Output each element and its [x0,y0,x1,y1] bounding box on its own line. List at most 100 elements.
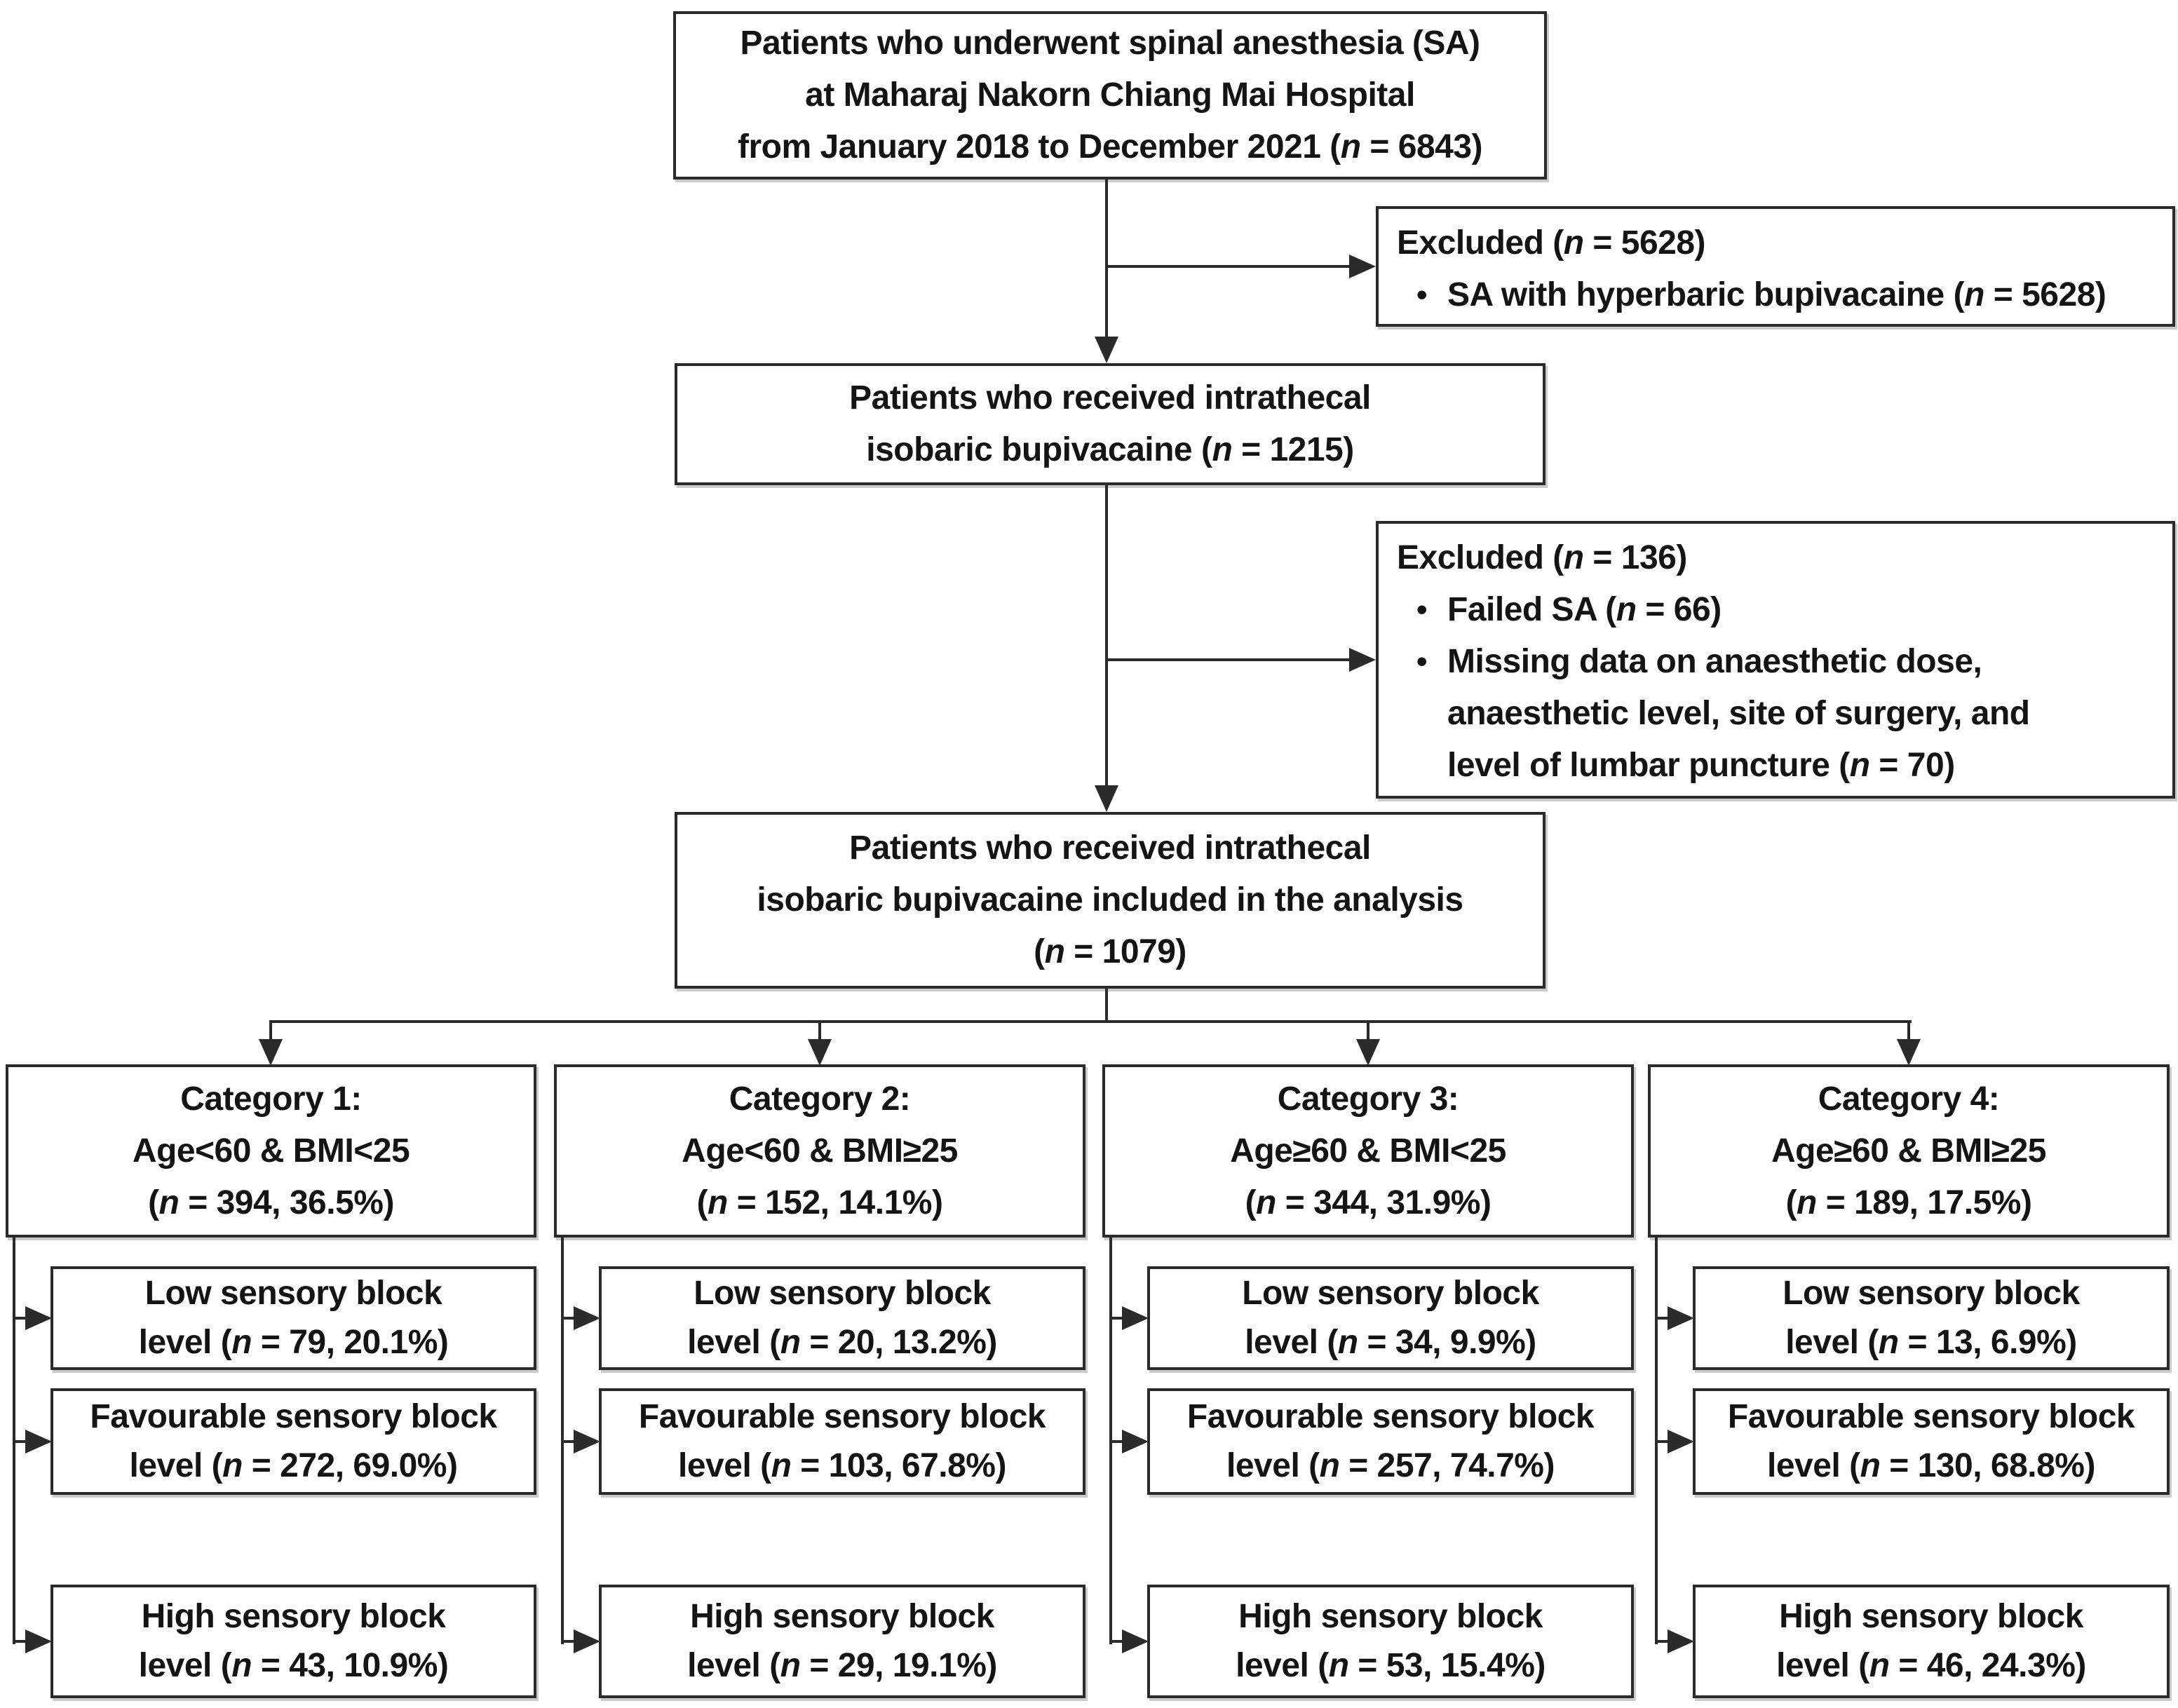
outcome-line: High sensory block [1238,1598,1543,1635]
outcome-line: level (n = 79, 20.1%) [138,1324,449,1361]
received-line: Patients who received intrathecal [849,379,1371,416]
category-box-1: Category 1: Age<60 & BMI<25 (n = 394, 36… [6,1064,536,1238]
outcome-line: level (n = 20, 13.2%) [687,1324,997,1361]
connector-line [13,1317,31,1320]
connector-line [561,1317,579,1320]
arrowhead-right-icon [1122,1306,1149,1330]
excluded-2-bullet-line: Failed SA (n = 66) [1447,591,1722,628]
outcome-line: High sensory block [1779,1598,2083,1635]
category-2-line: Category 2: [729,1080,911,1118]
excluded-1-title: Excluded (n = 5628) [1397,224,1706,262]
excluded-box-1: Excluded (n = 5628) • SA with hyperbaric… [1376,206,2175,327]
category-4-line: (n = 189, 17.5%) [1785,1184,2032,1221]
enrollment-box: Patients who underwent spinal anesthesia… [673,11,1547,179]
connector-line [269,1020,272,1041]
connector-line [561,1440,579,1443]
excluded-2-bullet-line: anaesthetic level, site of surgery, and [1447,695,2030,732]
outcome-line: High sensory block [141,1598,446,1635]
arrowhead-right-icon [574,1306,600,1330]
outcome-line: level (n = 13, 6.9%) [1785,1324,2077,1361]
category-box-3: Category 3: Age≥60 & BMI<25 (n = 344, 31… [1102,1064,1634,1238]
arrowhead-down-icon [1897,1039,1921,1066]
arrowhead-down-icon [259,1039,283,1066]
connector-line [13,1440,31,1443]
connector-line [1107,658,1349,661]
bullet-icon: • [1416,278,1427,312]
connector-line [1109,1317,1128,1320]
excluded-1-bullet: • SA with hyperbaric bupivacaine (n = 56… [1397,269,2154,321]
received-line: isobaric bupivacaine (n = 1215) [866,431,1354,468]
excluded-2-bullet-line: level of lumbar puncture (n = 70) [1447,747,1955,784]
outcome-box-favourable-2: Favourable sensory block level (n = 103,… [599,1388,1085,1495]
arrowhead-right-icon [1668,1629,1694,1653]
category-3-line: Age≥60 & BMI<25 [1230,1132,1506,1170]
category-1-line: Category 1: [180,1080,362,1118]
excluded-2-title: Excluded (n = 136) [1397,539,1687,576]
connector-line [818,1020,821,1041]
outcome-box-favourable-1: Favourable sensory block level (n = 272,… [50,1388,536,1495]
connector-line [1105,485,1108,785]
outcome-box-high-1: High sensory block level (n = 43, 10.9%) [50,1585,536,1698]
outcome-line: Favourable sensory block [90,1398,497,1435]
arrowhead-down-icon [1356,1039,1380,1066]
arrowhead-down-icon [1095,785,1118,812]
category-2-line: (n = 152, 14.1%) [696,1184,943,1221]
category-1-line: Age<60 & BMI<25 [132,1132,410,1170]
arrowhead-right-icon [1668,1430,1694,1453]
outcome-box-high-2: High sensory block level (n = 29, 19.1%) [599,1585,1085,1698]
connector-line [561,1640,579,1643]
arrowhead-right-icon [1349,255,1376,278]
connector-line [1907,1020,1910,1041]
connector-line [1109,1440,1128,1443]
excluded-2-bullet: • Missing data on anaesthetic dose, anae… [1397,636,2154,792]
excluded-box-2: Excluded (n = 136) • Failed SA (n = 66) … [1376,521,2175,799]
outcome-line: Low sensory block [694,1275,991,1312]
outcome-box-low-1: Low sensory block level (n = 79, 20.1%) [50,1266,536,1370]
category-1-line: (n = 394, 36.5%) [148,1184,394,1221]
arrowhead-right-icon [25,1430,52,1453]
connector-line [1367,1020,1369,1041]
arrowhead-right-icon [1668,1306,1694,1330]
connector-line [1105,179,1108,338]
connector-line [1105,989,1108,1023]
outcome-line: level (n = 43, 10.9%) [138,1647,449,1684]
category-4-line: Category 4: [1818,1080,2000,1118]
analysis-line: Patients who received intrathecal [849,829,1371,867]
outcome-line: level (n = 34, 9.9%) [1245,1324,1536,1361]
category-box-4: Category 4: Age≥60 & BMI≥25 (n = 189, 17… [1648,1064,2170,1238]
outcome-line: level (n = 103, 67.8%) [678,1447,1006,1484]
bullet-icon: • [1416,592,1427,627]
arrowhead-down-icon [1095,337,1118,363]
connector-line [13,1640,31,1643]
outcome-box-low-2: Low sensory block level (n = 20, 13.2%) [599,1266,1085,1370]
outcome-line: Low sensory block [144,1275,442,1312]
enrollment-line: from January 2018 to December 2021 (n = … [737,128,1483,165]
distribution-line [269,1020,1912,1023]
category-2-line: Age<60 & BMI≥25 [682,1132,958,1170]
received-box: Patients who received intrathecal isobar… [675,363,1545,485]
outcome-box-high-4: High sensory block level (n = 46, 24.3%) [1693,1585,2170,1698]
outcome-box-favourable-4: Favourable sensory block level (n = 130,… [1693,1388,2170,1495]
outcome-line: level (n = 272, 69.0%) [129,1447,458,1484]
outcome-line: level (n = 53, 15.4%) [1236,1647,1545,1684]
outcome-box-favourable-3: Favourable sensory block level (n = 257,… [1147,1388,1634,1495]
outcome-box-low-4: Low sensory block level (n = 13, 6.9%) [1693,1266,2170,1370]
outcome-box-high-3: High sensory block level (n = 53, 15.4%) [1147,1585,1634,1698]
outcome-line: Low sensory block [1242,1275,1539,1312]
analysis-line: (n = 1079) [1034,933,1186,970]
arrowhead-right-icon [25,1306,52,1330]
excluded-2-bullet: • Failed SA (n = 66) [1397,584,2154,636]
outcome-line: level (n = 29, 19.1%) [687,1647,997,1684]
excluded-2-bullet-line: Missing data on anaesthetic dose, [1447,643,1982,680]
connector-line [1655,1640,1673,1643]
outcome-line: level (n = 130, 68.8%) [1767,1447,2095,1484]
arrowhead-right-icon [1349,648,1376,672]
arrowhead-right-icon [25,1629,52,1653]
analysis-line: isobaric bupivacaine included in the ana… [757,881,1463,919]
outcome-line: level (n = 257, 74.7%) [1226,1447,1555,1484]
outcome-line: Favourable sensory block [1727,1398,2135,1435]
category-4-line: Age≥60 & BMI≥25 [1771,1132,2046,1170]
arrowhead-right-icon [1122,1430,1149,1453]
category-box-2: Category 2: Age<60 & BMI≥25 (n = 152, 14… [554,1064,1085,1238]
